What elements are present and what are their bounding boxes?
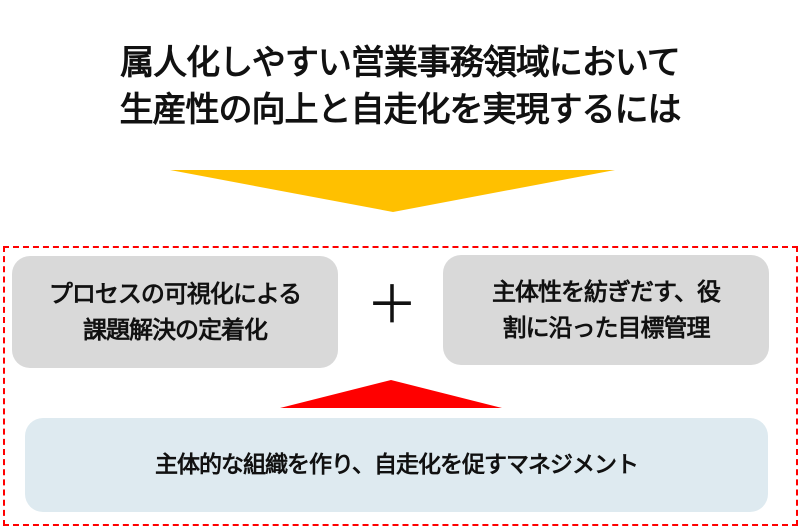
red-up-arrow: [280, 380, 502, 408]
title-line-2: 生産性の向上と自走化を実現するには: [119, 90, 682, 130]
title-line-1: 属人化しやすい営業事務領域において: [120, 43, 681, 83]
box-line: 主体性を紡ぎだす、役: [491, 278, 721, 306]
box-line: 割に沿った目標管理: [502, 314, 711, 342]
plus-sign: ＋: [366, 276, 419, 336]
box-line: 課題解決の定着化: [83, 316, 268, 344]
goal-management-box: 主体性を紡ぎだす、役割に沿った目標管理: [443, 255, 769, 365]
yellow-down-arrow: [170, 170, 615, 212]
box-line: プロセスの可視化による: [48, 280, 302, 308]
process-visualization-box: プロセスの可視化による課題解決の定着化: [12, 256, 338, 368]
box-text: 主体的な組織を作り、自走化を促すマネジメント: [154, 452, 639, 478]
management-foundation-box: 主体的な組織を作り、自走化を促すマネジメント: [25, 418, 768, 512]
dashed-frame: [3, 246, 798, 526]
